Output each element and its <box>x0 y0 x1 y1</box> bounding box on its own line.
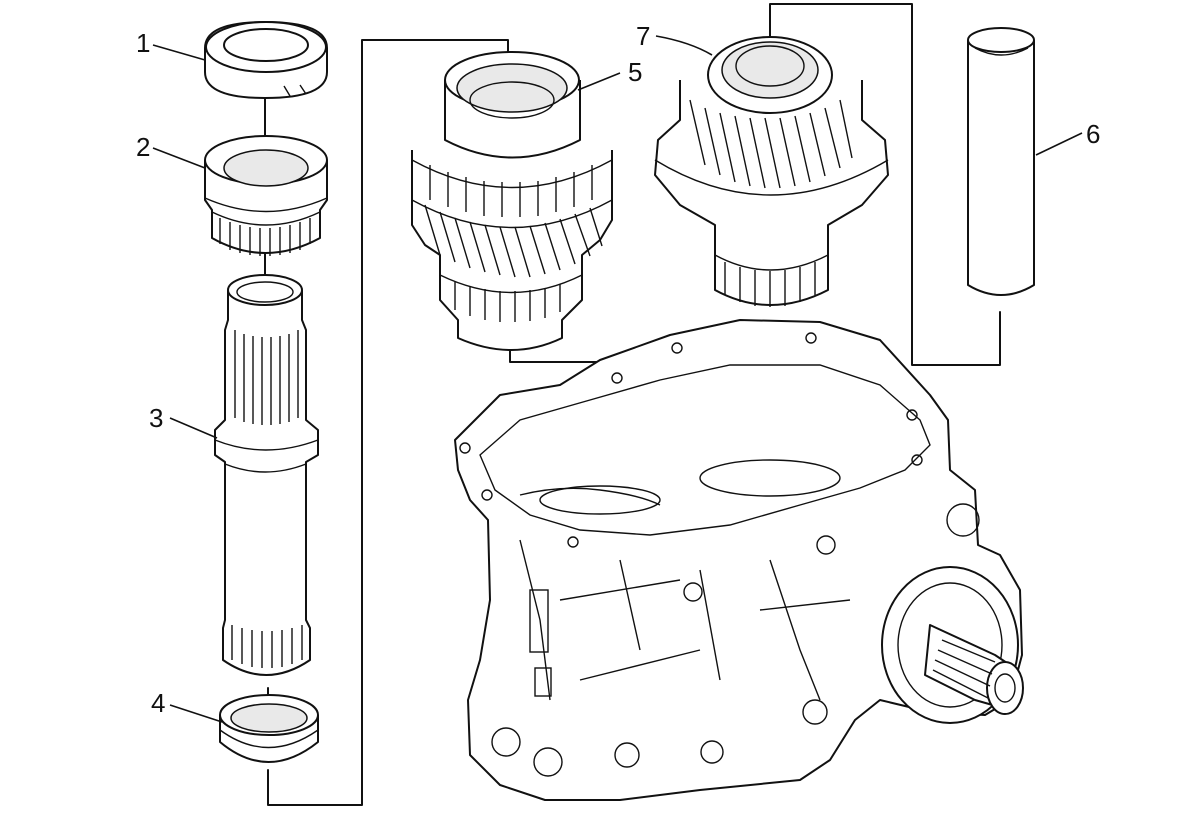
callout-leaders <box>152 35 1083 723</box>
part-3-shaft <box>214 274 319 676</box>
part-5-cluster-gear <box>411 51 613 351</box>
callout-6: 6 <box>1086 119 1100 149</box>
part-6-dowel-pin <box>967 27 1035 296</box>
part-2-synchronizer-gear <box>204 135 328 256</box>
part-4-needle-bearing <box>219 694 319 763</box>
callout-2: 2 <box>136 132 150 162</box>
part-1-thrust-washer <box>204 21 328 99</box>
callout-4: 4 <box>151 688 165 718</box>
callout-7: 7 <box>636 21 650 51</box>
callout-numbers: 1 2 3 4 5 6 7 <box>136 21 1100 718</box>
part-7-drive-gear <box>654 36 889 307</box>
transfer-case-housing <box>454 319 1024 801</box>
callout-1: 1 <box>136 28 150 58</box>
callout-3: 3 <box>149 403 163 433</box>
callout-5: 5 <box>628 57 642 87</box>
